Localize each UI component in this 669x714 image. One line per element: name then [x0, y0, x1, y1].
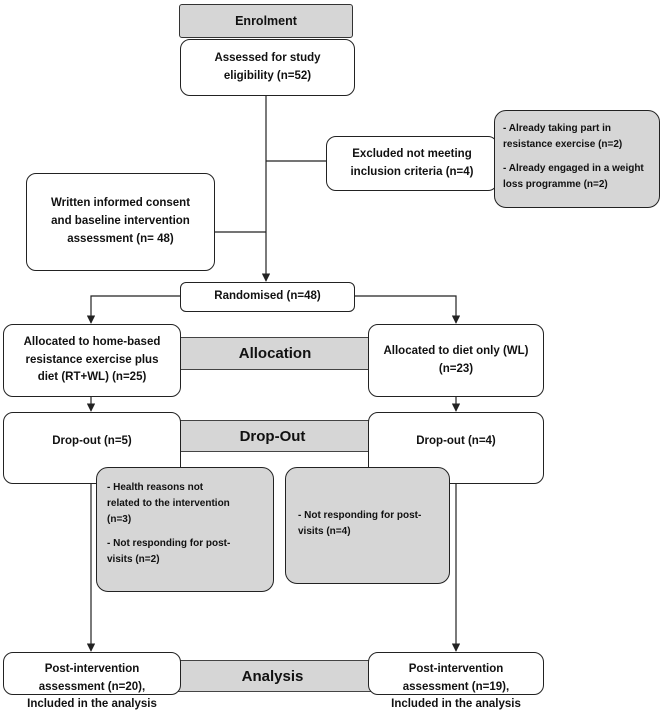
- dropout-left-reasons-note: - Health reasons not related to the inte…: [96, 467, 274, 592]
- enrolment-header: Enrolment: [179, 4, 353, 38]
- arrow-split-left: [86, 295, 180, 324]
- dropout-left-reason-2: - Not responding for post- visits (n=2): [107, 538, 231, 565]
- arrow-split-right: [355, 295, 461, 324]
- connector-lines: [86, 96, 461, 652]
- dropout-right-reason-1: - Not responding for post- visits (n=4): [298, 510, 422, 537]
- randomised-box: Randomised (n=48): [180, 282, 355, 312]
- exclusion-reasons-note: - Already taking part in resistance exer…: [494, 110, 660, 208]
- allocation-right-box: Allocated to diet only (WL)(n=23): [368, 324, 544, 397]
- analysis-band: Analysis: [170, 660, 375, 692]
- dropout-band: Drop-Out: [170, 420, 375, 452]
- exclusion-reason-2: - Already engaged in a weight loss progr…: [503, 163, 644, 190]
- exclusion-reason-1: - Already taking part in resistance exer…: [503, 123, 623, 150]
- dropout-left-reason-1: - Health reasons not related to the inte…: [107, 482, 230, 525]
- allocation-band: Allocation: [180, 337, 370, 370]
- dropout-right-reasons-note: - Not responding for post- visits (n=4): [285, 467, 450, 584]
